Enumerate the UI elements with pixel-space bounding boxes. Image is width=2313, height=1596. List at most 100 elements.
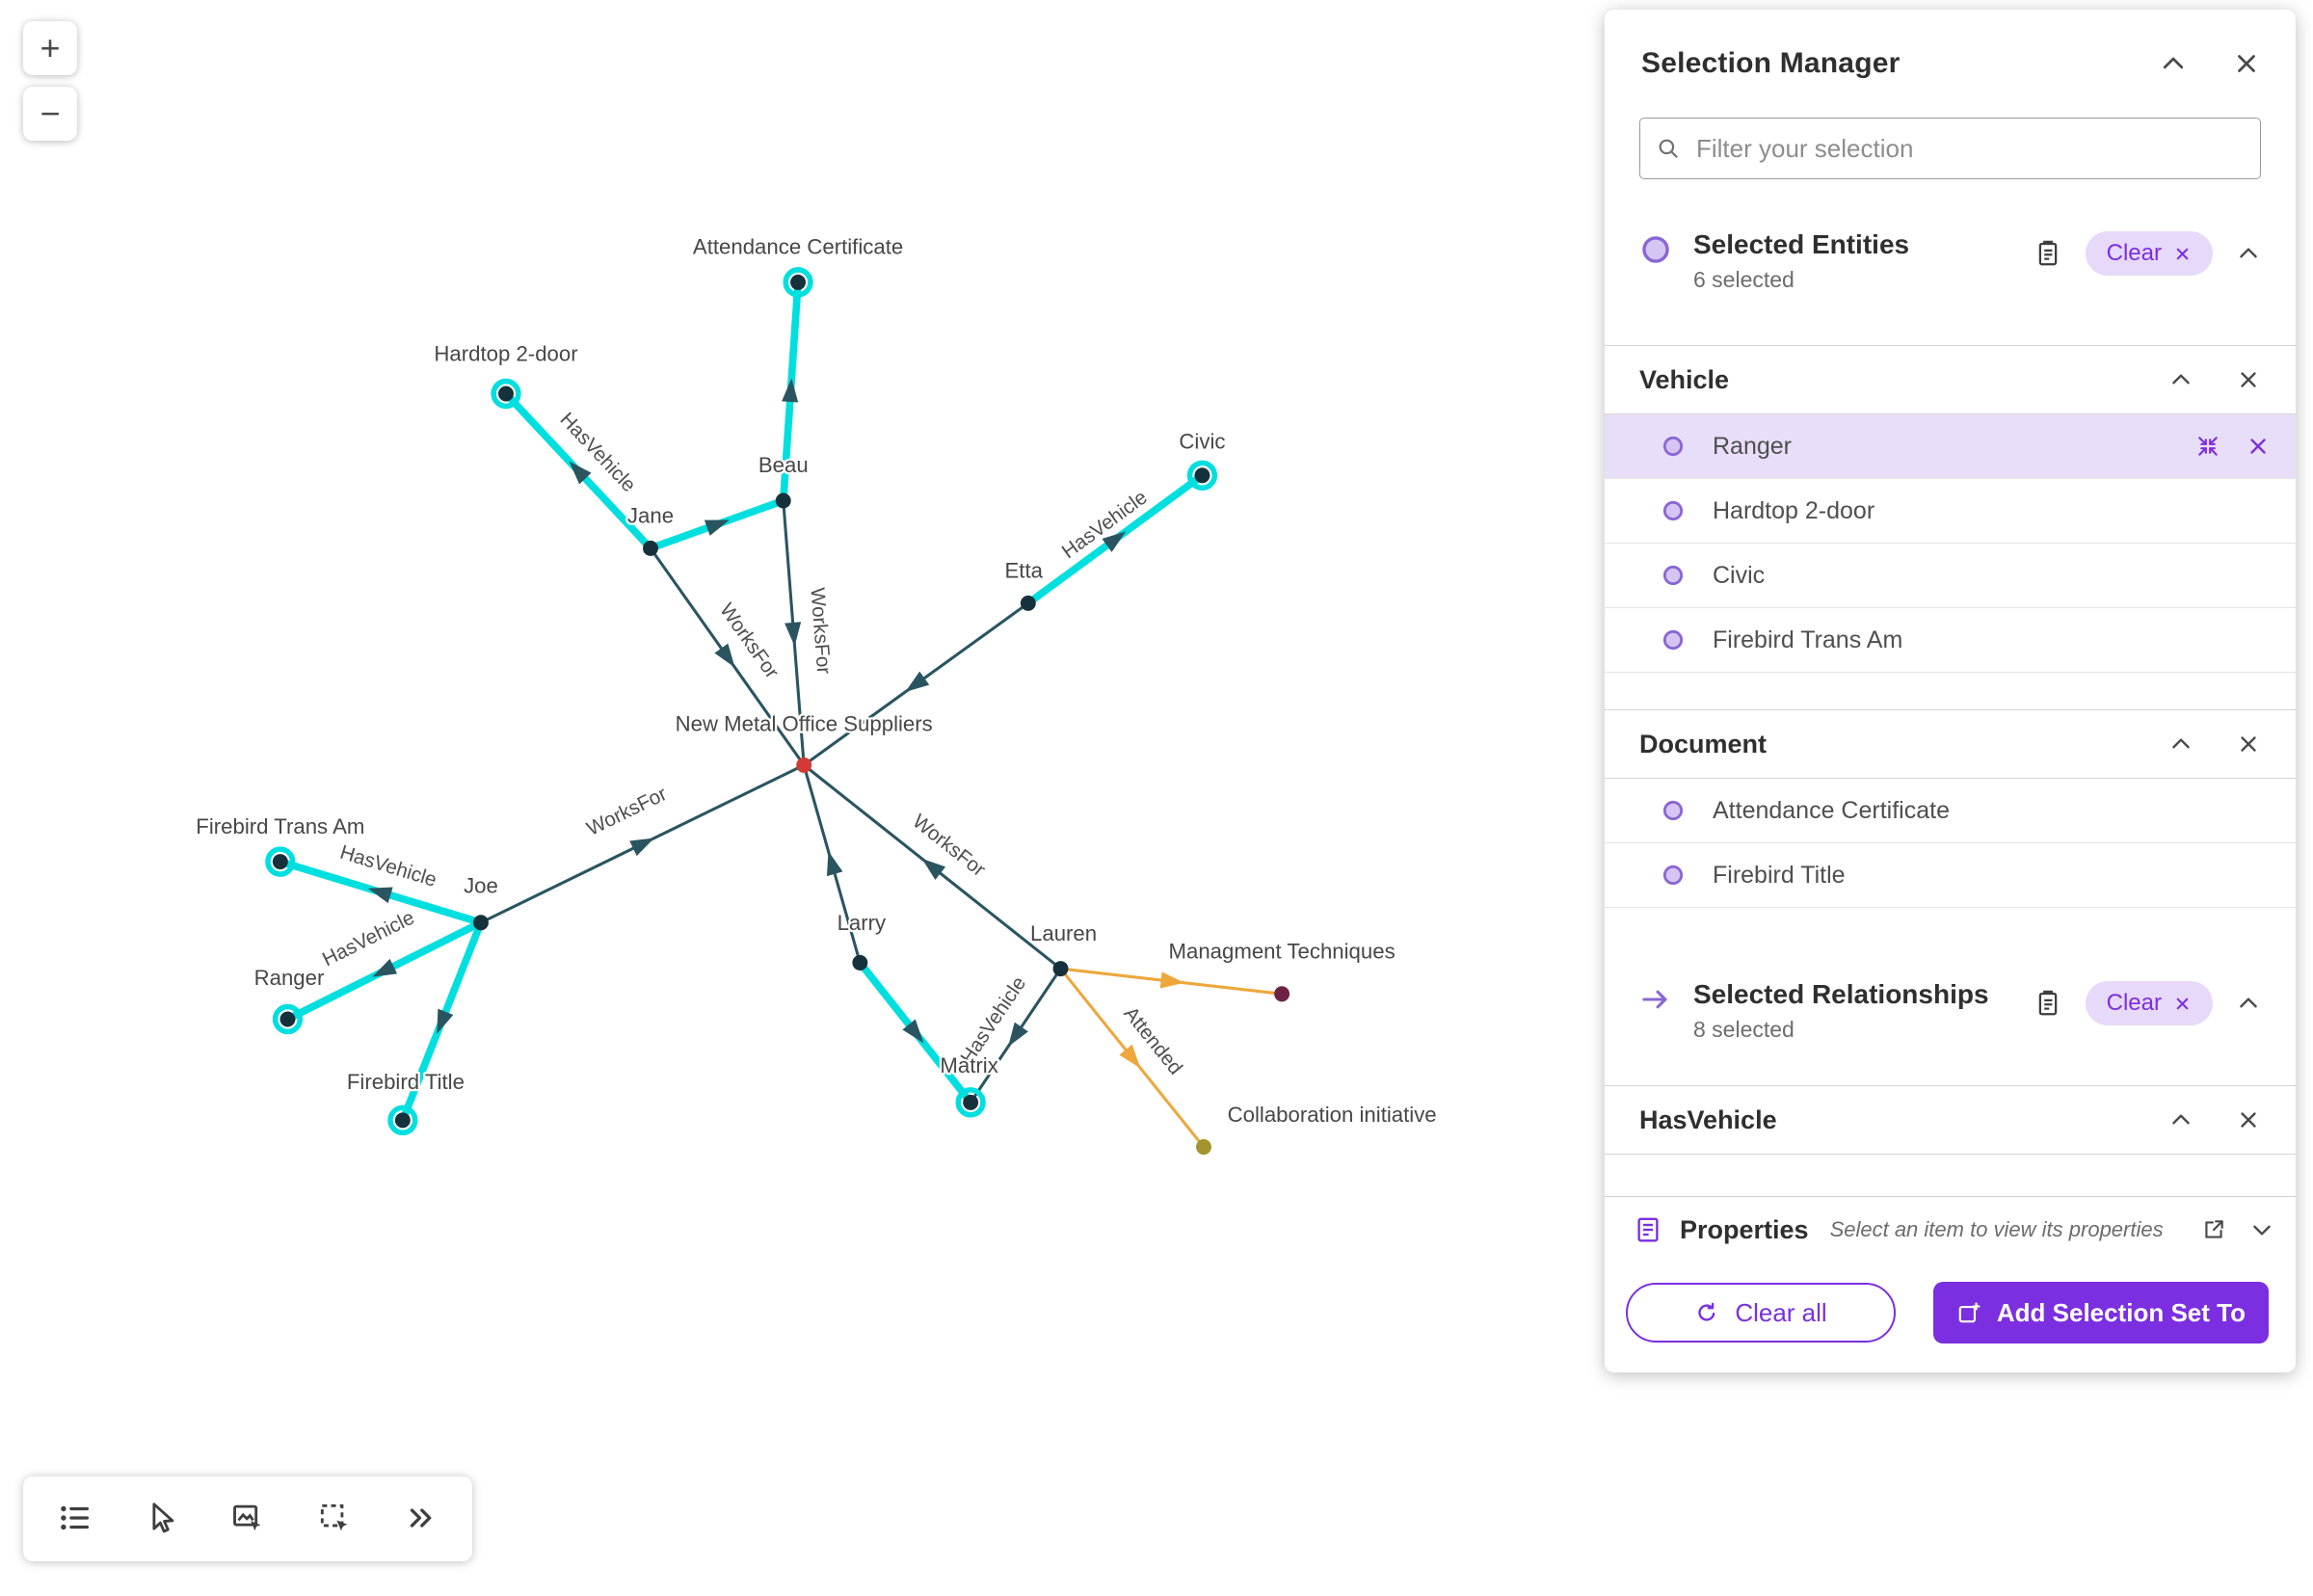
clear-entities-button[interactable]: Clear <box>2085 231 2213 276</box>
collapse-group-button[interactable] <box>2168 732 2193 757</box>
clear-x-icon <box>2173 995 2192 1013</box>
properties-bar: Properties Select an item to view its pr… <box>1605 1196 2296 1263</box>
selection-group: Vehicle Ranger Hardtop 2-d <box>1605 345 2296 673</box>
graph-node-label: Lauren <box>1030 921 1097 945</box>
selected-entities-count: 6 selected <box>1693 267 1795 292</box>
entity-row[interactable]: Firebird Title <box>1605 843 2296 908</box>
zoom-in-button[interactable]: + <box>23 21 77 75</box>
graph-edge-arrow <box>826 851 843 877</box>
copy-relationships-button[interactable] <box>2034 989 2062 1018</box>
panel-scroll-area[interactable]: Selected Entities 6 selected Clear Vehic… <box>1605 179 2296 1196</box>
more-tools-button[interactable] <box>399 1497 443 1541</box>
graph-node-label: Matrix <box>940 1053 997 1077</box>
entity-label: Firebird Trans Am <box>1713 625 1903 653</box>
graph-node[interactable] <box>963 1094 979 1110</box>
graph-node[interactable] <box>1020 595 1036 611</box>
graph-edge-arrow <box>782 378 799 403</box>
graph-node-selection-ring <box>955 1087 986 1118</box>
graph-node-label: Hardtop 2-door <box>434 342 578 366</box>
graph-node[interactable] <box>643 540 658 556</box>
graph-edge-arrow <box>1119 1044 1141 1069</box>
collapse-entities-button[interactable] <box>2236 241 2261 266</box>
remove-group-button[interactable] <box>2236 367 2261 392</box>
graph-node[interactable] <box>775 492 791 509</box>
entities-circle-icon <box>1639 233 1672 266</box>
expand-properties-button[interactable] <box>2249 1217 2274 1242</box>
entities-group-list: Vehicle Ranger Hardtop 2-d <box>1605 345 2296 908</box>
selection-group: HasVehicle <box>1605 1085 2296 1155</box>
graph-node[interactable] <box>272 854 288 870</box>
entity-row[interactable]: Hardtop 2-door <box>1605 479 2296 544</box>
pointer-tool-button[interactable] <box>139 1497 183 1541</box>
entity-row[interactable]: Attendance Certificate <box>1605 779 2296 843</box>
graph-node-selection-ring <box>265 846 296 877</box>
group-name: Vehicle <box>1639 364 1730 394</box>
filter-box <box>1639 118 2261 179</box>
graph-node-selection-ring <box>783 267 813 298</box>
graph-node[interactable] <box>279 1011 296 1027</box>
entity-row[interactable]: Firebird Trans Am <box>1605 608 2296 673</box>
graph-node-label: Jane <box>627 504 674 528</box>
zoom-out-button[interactable]: − <box>23 87 77 141</box>
collapse-group-button[interactable] <box>2168 367 2193 392</box>
marquee-select-button[interactable] <box>312 1497 357 1541</box>
chart-toolbar <box>23 1476 472 1561</box>
entity-label: Firebird Title <box>1713 861 1846 889</box>
legend-button[interactable] <box>52 1497 96 1541</box>
panel-footer: Clear all Add Selection Set To <box>1605 1263 2296 1372</box>
clear-x-icon <box>2173 245 2192 263</box>
relationships-group-list: HasVehicle <box>1605 1085 2296 1155</box>
copy-entities-button[interactable] <box>2034 239 2062 268</box>
collapse-relationships-button[interactable] <box>2236 991 2261 1016</box>
entity-circle-icon <box>1661 798 1686 823</box>
group-header: Document <box>1605 709 2296 779</box>
center-on-entity-button[interactable] <box>2195 434 2220 459</box>
collapse-group-button[interactable] <box>2168 1107 2193 1132</box>
open-properties-button[interactable] <box>2201 1217 2226 1242</box>
graph-edge-arrow <box>1159 971 1184 989</box>
clear-relationships-label: Clear <box>2106 990 2162 1016</box>
graph-node-label: Civic <box>1179 429 1225 453</box>
graph-node[interactable] <box>394 1112 411 1129</box>
selection-manager-panel: Selection Manager Selected Entities 6 se… <box>1605 10 2296 1372</box>
properties-icon <box>1634 1215 1662 1244</box>
add-selection-set-button[interactable]: Add Selection Set To <box>1932 1282 2269 1343</box>
selected-relationships-header: Selected Relationships 8 selected Clear <box>1605 979 2296 1043</box>
deselect-entity-button[interactable] <box>2246 434 2271 459</box>
graph-node[interactable] <box>852 954 868 971</box>
close-panel-button[interactable] <box>2232 49 2261 78</box>
group-name: Document <box>1639 729 1768 758</box>
graph-edge-arrow <box>367 887 393 904</box>
graph-node-label: Larry <box>837 911 887 935</box>
filter-input[interactable] <box>1694 132 2245 165</box>
clear-all-label: Clear all <box>1735 1297 1827 1327</box>
clear-all-button[interactable]: Clear all <box>1626 1283 1896 1343</box>
select-features-icon <box>229 1500 266 1539</box>
graph-node[interactable] <box>473 915 489 931</box>
double-chevron-right-icon <box>403 1500 439 1539</box>
entity-label: Hardtop 2-door <box>1713 496 1875 524</box>
remove-group-button[interactable] <box>2236 1107 2261 1132</box>
select-features-button[interactable] <box>226 1497 270 1541</box>
entity-row[interactable]: Civic <box>1605 544 2296 608</box>
marquee-select-icon <box>316 1500 353 1539</box>
panel-header: Selection Manager <box>1605 10 2296 118</box>
entity-row[interactable]: Ranger <box>1605 414 2296 479</box>
selection-group: Document Attendance Certificate Firebird… <box>1605 709 2296 908</box>
group-header: HasVehicle <box>1605 1085 2296 1155</box>
graph-node[interactable] <box>790 274 807 290</box>
graph-node[interactable] <box>1274 986 1290 1002</box>
graph-node[interactable] <box>796 757 812 773</box>
properties-title: Properties <box>1680 1214 1809 1244</box>
entity-circle-icon <box>1661 434 1686 459</box>
graph-node-selection-ring <box>1186 460 1218 492</box>
graph-node[interactable] <box>498 386 514 402</box>
clear-relationships-button[interactable]: Clear <box>2085 981 2213 1025</box>
graph-node[interactable] <box>1194 467 1210 484</box>
graph-node[interactable] <box>1052 961 1069 977</box>
graph-node-label: Firebird Trans Am <box>196 814 364 838</box>
collapse-panel-button[interactable] <box>2159 49 2188 78</box>
graph-node[interactable] <box>1196 1139 1211 1156</box>
remove-group-button[interactable] <box>2236 732 2261 757</box>
